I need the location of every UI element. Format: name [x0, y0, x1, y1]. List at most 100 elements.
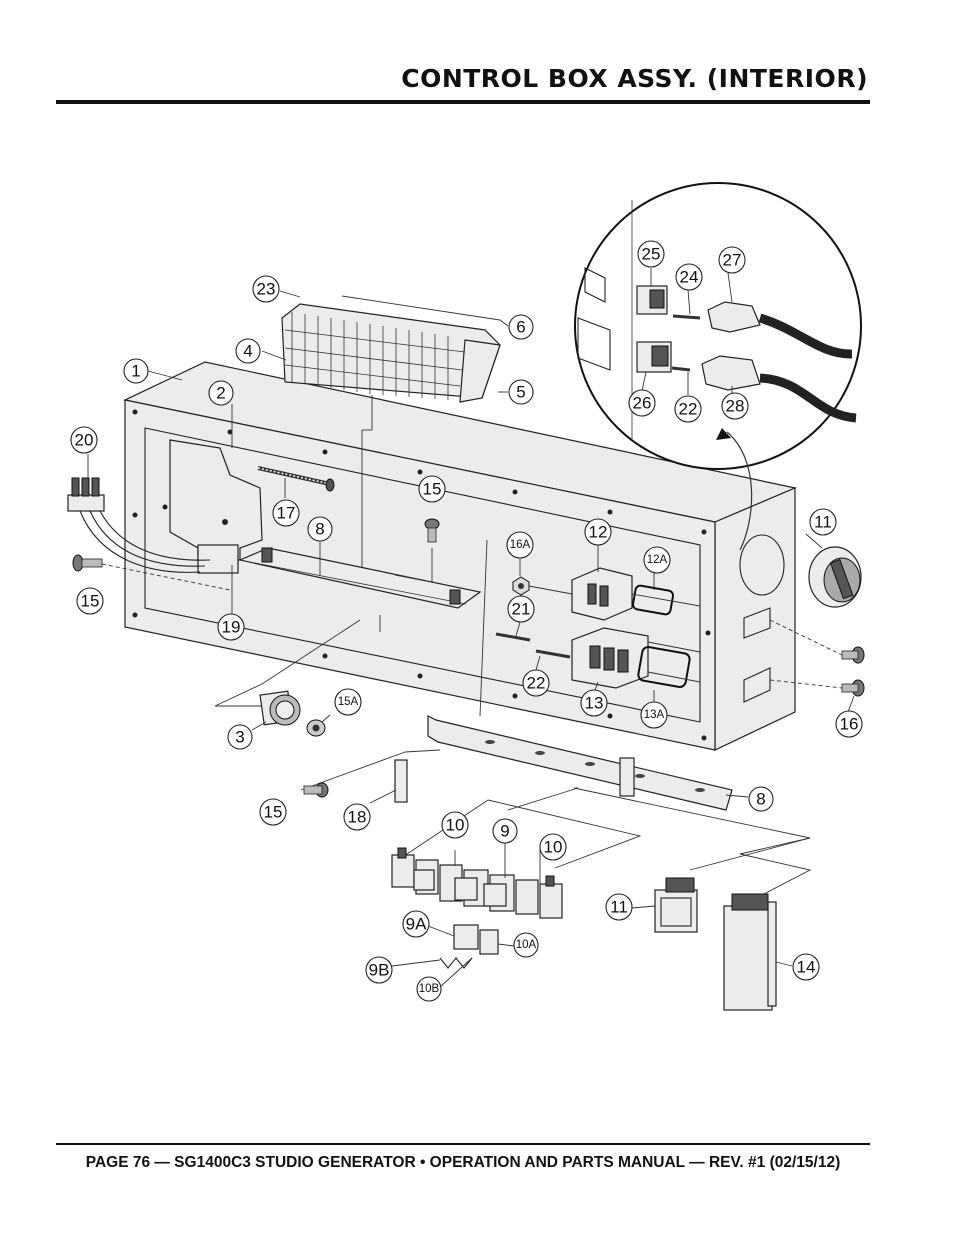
svg-text:4: 4 — [243, 342, 252, 361]
svg-text:8: 8 — [315, 520, 324, 539]
svg-text:10: 10 — [446, 816, 465, 835]
callout: 16 — [835, 710, 863, 738]
din-rail-lower — [300, 539, 733, 811]
svg-text:15A: 15A — [338, 696, 359, 708]
callout: 5 — [508, 379, 534, 405]
callout: 10 — [441, 811, 469, 839]
svg-text:6: 6 — [516, 318, 525, 337]
callout: 11 — [605, 893, 633, 921]
svg-text:12: 12 — [589, 523, 608, 542]
svg-text:9B: 9B — [369, 961, 390, 980]
svg-text:15: 15 — [264, 803, 283, 822]
callout: 24 — [675, 263, 703, 291]
callout: 4 — [235, 338, 261, 364]
callout: 3 — [227, 724, 253, 750]
callout: 15 — [76, 587, 104, 615]
screws-16 — [769, 619, 865, 697]
callout: 9A — [402, 910, 430, 938]
callout: 25 — [637, 240, 665, 268]
callout: 15 — [259, 798, 287, 826]
svg-text:28: 28 — [726, 397, 745, 416]
callout: 10A — [513, 932, 539, 958]
callout: 1 — [123, 358, 149, 384]
screw-15-upper — [424, 518, 440, 543]
screw-15-left — [72, 554, 231, 591]
callout: 13 — [580, 689, 608, 717]
callout: 23 — [252, 275, 280, 303]
svg-text:15: 15 — [81, 592, 100, 611]
callout: 6 — [508, 314, 534, 340]
svg-text:18: 18 — [348, 808, 367, 827]
page-footer: PAGE 76 — SG1400C3 STUDIO GENERATOR • OP… — [85, 1154, 841, 1171]
svg-text:20: 20 — [75, 431, 94, 450]
callout: 27 — [718, 246, 746, 274]
control-box-housing — [123, 361, 797, 751]
svg-text:11: 11 — [610, 898, 628, 917]
callout: 8 — [307, 516, 333, 542]
svg-text:11: 11 — [814, 513, 832, 532]
page-title: CONTROL BOX ASSY. (INTERIOR) — [401, 64, 868, 93]
panel-connector — [214, 619, 361, 737]
leader-lines — [87, 268, 855, 804]
svg-text:16A: 16A — [510, 539, 531, 551]
callout: 26 — [628, 389, 656, 417]
mounting-bracket — [162, 439, 263, 574]
callout: 8 — [748, 786, 774, 812]
wire-harness-plug — [67, 477, 211, 573]
svg-text:22: 22 — [527, 674, 546, 693]
footer-rule — [56, 1143, 870, 1145]
callout: 12A — [643, 546, 671, 574]
svg-text:24: 24 — [680, 268, 699, 287]
svg-text:26: 26 — [633, 394, 652, 413]
callout: 9 — [492, 818, 518, 844]
threaded-rod — [257, 466, 335, 492]
callout: 15 — [418, 475, 446, 503]
callout: 2 — [208, 380, 234, 406]
callout: 18 — [343, 803, 371, 831]
svg-text:13A: 13A — [644, 709, 665, 721]
callout: 12 — [584, 518, 612, 546]
callout: 14 — [792, 953, 820, 981]
svg-text:3: 3 — [235, 728, 244, 747]
receptacles — [495, 567, 701, 689]
callout: 13A — [640, 701, 668, 729]
din-rail-upper — [238, 547, 482, 632]
svg-text:13: 13 — [585, 694, 604, 713]
callout: 19 — [217, 613, 245, 641]
callout: 16A — [506, 531, 534, 559]
callout: 28 — [721, 392, 749, 420]
svg-text:21: 21 — [512, 600, 531, 619]
svg-text:2: 2 — [216, 384, 225, 403]
svg-text:8: 8 — [756, 790, 765, 809]
svg-text:14: 14 — [797, 958, 816, 977]
circuit-breaker-knob — [808, 546, 862, 608]
callout: 15A — [334, 688, 362, 716]
callout: 22 — [522, 669, 550, 697]
callout: 9B — [365, 956, 393, 984]
svg-text:12A: 12A — [647, 554, 668, 566]
svg-text:9: 9 — [500, 822, 509, 841]
svg-text:5: 5 — [516, 383, 525, 402]
callout: 20 — [70, 426, 98, 454]
svg-text:10: 10 — [544, 838, 563, 857]
callout: 22 — [674, 395, 702, 423]
svg-text:10A: 10A — [516, 939, 537, 951]
svg-text:23: 23 — [257, 280, 276, 299]
power-modules — [573, 787, 812, 1011]
relay-bank — [391, 799, 642, 988]
header-rule — [56, 100, 870, 104]
callout: 10 — [539, 833, 567, 861]
svg-text:1: 1 — [131, 362, 140, 381]
svg-text:27: 27 — [723, 251, 742, 270]
svg-text:15: 15 — [423, 480, 442, 499]
callout: 10B — [416, 976, 442, 1002]
svg-text:17: 17 — [277, 504, 296, 523]
svg-text:22: 22 — [679, 400, 698, 419]
svg-text:16: 16 — [840, 715, 859, 734]
svg-text:25: 25 — [642, 245, 661, 264]
callout: 21 — [507, 595, 535, 623]
svg-text:19: 19 — [222, 618, 241, 637]
svg-text:9A: 9A — [406, 915, 427, 934]
callout: 11 — [809, 508, 837, 536]
